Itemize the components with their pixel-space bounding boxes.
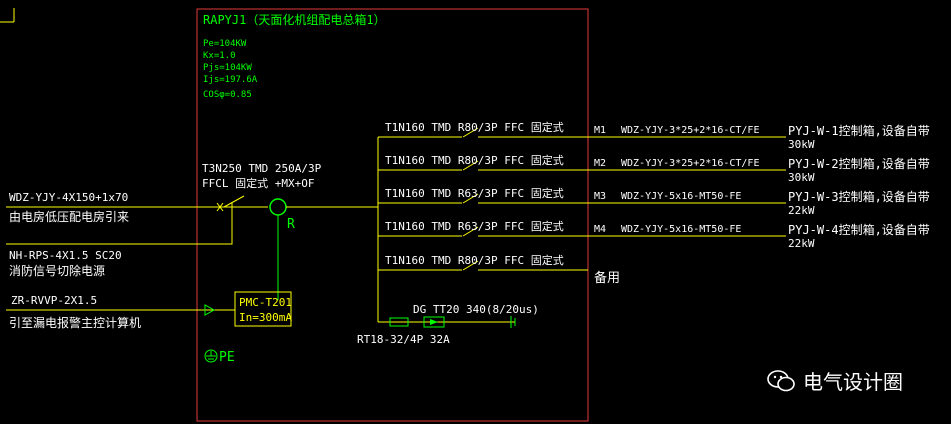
main-breaker-line2: FFCL 固定式 +MX+OF [202, 176, 314, 190]
incoming-desc: 由电房低压配电房引来 [9, 209, 129, 224]
param-kx: Kx=1.0 [203, 51, 236, 61]
ground-icon [204, 349, 218, 363]
branch-id: M1 [594, 125, 606, 136]
branch-row: T1N160 TMD R80/3P FFC 固定式 M1 WDZ-YJY-3*25+… [378, 120, 930, 151]
branch-cable: WDZ-YJY-5x16-MT50-FE [621, 191, 741, 202]
branch-power: 30kW [788, 138, 815, 151]
spd-label: DG TT20 340(8/20us) [413, 303, 539, 316]
fire-cable: NH-RPS-4X1.5 SC20 [9, 249, 122, 262]
branch-breaker-blade [462, 127, 479, 138]
main-breaker-x2 [216, 202, 224, 212]
branch-dest: PYJ-W-3控制箱,设备自带 [788, 189, 930, 204]
branch-dest: PYJ-W-2控制箱,设备自带 [788, 156, 930, 171]
branch-spare: 备用 [594, 270, 620, 286]
branch-power: 30kW [788, 171, 815, 184]
param-pe: Pe=104KW [203, 39, 247, 49]
leak-module-line2: In=300mA [239, 311, 292, 324]
incoming-cable: WDZ-YJY-4X150+1x70 [9, 191, 128, 204]
leak-desc: 引至漏电报警主控计算机 [9, 315, 141, 330]
branch-breaker-blade [462, 160, 479, 171]
fire-signal-line [6, 202, 233, 245]
branch-row: T1N160 TMD R63/3P FFC 固定式 M3 WDZ-YJY-5x16-… [378, 186, 930, 217]
leak-module [234, 291, 292, 327]
fuse-icon [389, 317, 409, 327]
leak-arrow [204, 304, 216, 316]
fire-desc: 消防信号切除电源 [9, 263, 105, 278]
panel-title: RAPYJ1（天面化机组配电总箱1） [203, 12, 386, 27]
param-ijs: Ijs=197.6A [203, 75, 258, 85]
branch-id: M3 [594, 191, 606, 202]
spd-icon [423, 316, 445, 328]
branch-cable: WDZ-YJY-3*25+2*16-CT/FE [621, 125, 759, 136]
branch-row: T1N160 TMD R63/3P FFC 固定式 M4 WDZ-YJY-5x16-… [378, 219, 930, 250]
branch-breaker-label: T1N160 TMD R63/3P FFC 固定式 [385, 186, 564, 200]
branch-breaker-blade [462, 226, 479, 237]
branch-power: 22kW [788, 237, 815, 250]
branch-breaker-blade [462, 260, 479, 271]
branch-dest: PYJ-W-1控制箱,设备自带 [788, 123, 930, 138]
branch-power: 22kW [788, 204, 815, 217]
branch-breaker-label: T1N160 TMD R80/3P FFC 固定式 [385, 253, 564, 267]
main-breaker-blade [223, 195, 245, 208]
panel-params: Pe=104KW Kx=1.0 Pjs=104KW Ijs=197.6A COS… [203, 39, 258, 100]
branch-row: T1N160 TMD R80/3P FFC 固定式 M2 WDZ-YJY-3*25+… [378, 153, 930, 184]
watermark-text: 电气设计圈 [803, 370, 903, 394]
pe-label: PE [219, 350, 235, 365]
leak-cable: ZR-RVVP-2X1.5 [11, 294, 97, 307]
branch-id: M2 [594, 158, 606, 169]
branch-id: M4 [594, 224, 606, 235]
branch-breaker-label: T1N160 TMD R80/3P FFC 固定式 [385, 153, 564, 167]
main-breaker-line1: T3N250 TMD 250A/3P [202, 162, 322, 175]
ct-label: R [287, 217, 295, 232]
param-pjs: Pjs=104KW [203, 63, 252, 73]
branch-cable: WDZ-YJY-3*25+2*16-CT/FE [621, 158, 759, 169]
branch-cable: WDZ-YJY-5x16-MT50-FE [621, 224, 741, 235]
watermark: 电气设计圈 [767, 366, 903, 395]
param-cos: COSφ=0.85 [203, 90, 252, 100]
spd-arrow-icon [430, 319, 438, 325]
leak-module-line1: PMC-T201 [239, 296, 292, 309]
panel-box [196, 8, 589, 422]
wechat-icon [767, 369, 795, 391]
branch-breaker-blade [462, 193, 479, 204]
fuse-label: RT18-32/4P 32A [357, 333, 450, 346]
branch-breaker-label: T1N160 TMD R80/3P FFC 固定式 [385, 120, 564, 134]
branch-breaker-label: T1N160 TMD R63/3P FFC 固定式 [385, 219, 564, 233]
ct-circle [269, 198, 287, 216]
branch-dest: PYJ-W-4控制箱,设备自带 [788, 222, 930, 237]
